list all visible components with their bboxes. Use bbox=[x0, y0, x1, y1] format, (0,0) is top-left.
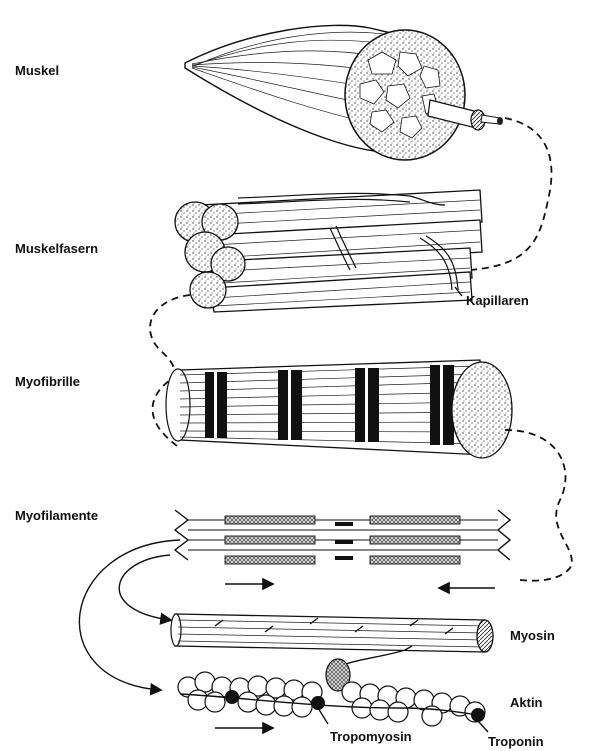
label-myofilamente: Myofilamente bbox=[15, 508, 98, 523]
connector-myofibril-filament bbox=[505, 430, 572, 581]
label-kapillaren: Kapillaren bbox=[466, 293, 529, 308]
label-myofibrille: Myofibrille bbox=[15, 374, 80, 389]
label-muskelfasern: Muskelfasern bbox=[15, 241, 98, 256]
label-myosin: Myosin bbox=[510, 628, 555, 643]
actin-illustration bbox=[178, 646, 488, 732]
label-tropomyosin: Tropomyosin bbox=[330, 729, 412, 744]
myofibril-illustration bbox=[166, 360, 512, 458]
troponin-pointer bbox=[478, 721, 488, 732]
muscle-fiber-bundle bbox=[175, 190, 482, 312]
label-aktin: Aktin bbox=[510, 695, 543, 710]
sarcomere-illustration bbox=[175, 510, 510, 588]
label-muskel: Muskel bbox=[15, 63, 59, 78]
tropomyosin-pointer bbox=[318, 708, 328, 724]
label-troponin: Troponin bbox=[488, 734, 544, 749]
arrow-to-myosin bbox=[119, 555, 170, 620]
muscle-illustration bbox=[185, 25, 503, 160]
arrow-to-aktin bbox=[79, 540, 180, 690]
myosin-illustration bbox=[171, 614, 493, 652]
